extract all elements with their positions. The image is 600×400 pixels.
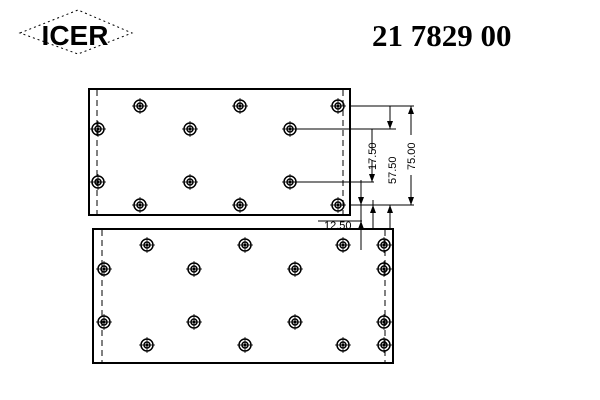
rivet-hole — [287, 314, 303, 330]
rivet-hole — [96, 314, 112, 330]
top-lining — [88, 88, 351, 216]
dimension-arrows — [358, 106, 414, 229]
rivet-hole — [237, 337, 253, 353]
rivet-hole — [330, 197, 346, 213]
top-rivet-holes — [90, 98, 346, 213]
bottom-rivet-holes — [96, 237, 392, 353]
rivet-hole — [132, 197, 148, 213]
rivet-hole — [182, 174, 198, 190]
dimension-12-50: 12.50 — [324, 220, 352, 232]
rivet-hole — [237, 237, 253, 253]
rivet-hole — [132, 98, 148, 114]
rivet-hole — [335, 337, 351, 353]
rivet-hole — [376, 314, 392, 330]
rivet-hole — [139, 337, 155, 353]
rivet-hole — [376, 261, 392, 277]
rivet-hole — [182, 121, 198, 137]
part-number: 21 7829 00 — [372, 18, 512, 53]
rivet-hole — [376, 337, 392, 353]
dimension-lines — [290, 105, 414, 250]
dimension-57-50: 57.50 — [387, 156, 399, 184]
rivet-hole — [139, 237, 155, 253]
rivet-hole — [186, 261, 202, 277]
bottom-lining — [92, 228, 394, 364]
rivet-hole — [376, 237, 392, 253]
dimension-17-50: 17.50 — [367, 142, 379, 170]
rivet-hole — [90, 121, 106, 137]
dimension-75-00: 75.00 — [406, 142, 418, 170]
rivet-hole — [186, 314, 202, 330]
rivet-hole — [287, 261, 303, 277]
rivet-hole — [335, 237, 351, 253]
icer-logo: ICER — [18, 9, 134, 55]
rivet-hole — [330, 98, 346, 114]
rivet-hole — [96, 261, 112, 277]
rivet-hole — [232, 98, 248, 114]
rivet-hole — [232, 197, 248, 213]
rivet-hole — [90, 174, 106, 190]
logo-text: ICER — [42, 20, 109, 51]
